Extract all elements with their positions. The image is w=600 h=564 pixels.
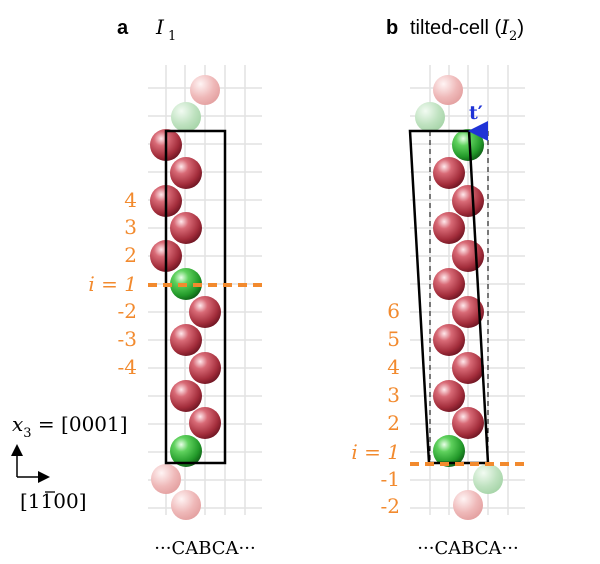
layer-label: 4: [124, 188, 137, 212]
layer-label: 3: [387, 383, 400, 407]
panel-a-letter: a: [117, 17, 129, 39]
layer-label: 2: [124, 243, 137, 267]
atom-red: [452, 352, 484, 384]
atom-red: [189, 407, 221, 439]
atom-faint-red: [190, 75, 220, 105]
atom-red: [452, 407, 484, 439]
layer-label: -2: [118, 299, 137, 323]
atom-red: [433, 157, 465, 189]
atom-green: [170, 435, 202, 467]
horizontal-axis-label: [1100]: [20, 489, 87, 513]
layer-label-reference: i = 1: [351, 440, 400, 464]
atom-red: [170, 212, 202, 244]
atom-red: [452, 185, 484, 217]
layer-label: -2: [381, 494, 400, 518]
panel-b: b tilted-cell (I2): [351, 15, 528, 559]
atom-faint-red: [453, 490, 483, 520]
panel-a: a I 1: [88, 15, 264, 559]
panel-b-reference-cell: [429, 131, 489, 463]
layer-label: 4: [387, 355, 400, 379]
panel-a-title-sub: 1: [168, 29, 176, 44]
atom-faint-red: [151, 464, 181, 494]
atom-red: [170, 380, 202, 412]
atom-red: [452, 296, 484, 328]
atom-red: [189, 352, 221, 384]
layer-label-reference: i = 1: [88, 272, 137, 296]
layer-label: 3: [124, 215, 137, 239]
panel-a-title: I 1: [155, 15, 176, 44]
x3-axis-label: x3 = [0001]: [12, 412, 128, 441]
atom-red: [170, 157, 202, 189]
atom-red: [433, 380, 465, 412]
atom-faint-red: [171, 490, 201, 520]
atom-faint-green: [415, 102, 445, 132]
panel-b-title: tilted-cell (I2): [410, 15, 524, 44]
atom-faint-red: [433, 75, 463, 105]
panel-a-stacking-sequence: ···CABCA···: [154, 538, 255, 559]
panel-b-letter: b: [386, 17, 398, 39]
atom-faint-green: [171, 102, 201, 132]
tilt-vector-label: t′: [469, 102, 483, 124]
layer-label: 6: [387, 299, 400, 323]
panel-a-layer-labels: 4 3 2 i = 1 -2 -3 -4: [88, 188, 137, 379]
panel-a-unit-cell: [164, 129, 227, 465]
atom-red: [189, 296, 221, 328]
layer-label: -3: [118, 327, 137, 351]
axes-indicator: x3 = [0001] [1100]: [11, 412, 128, 513]
atom-red: [433, 268, 465, 300]
layer-label: 2: [387, 411, 400, 435]
panel-b-layer-labels: 6 5 4 3 2 i = 1 -1 -2: [351, 299, 400, 518]
layer-label: -4: [118, 355, 137, 379]
atom-red: [452, 240, 484, 272]
atom-red: [433, 212, 465, 244]
panel-b-stacking-sequence: ···CABCA···: [417, 538, 518, 559]
atom-red: [433, 324, 465, 356]
panel-a-title-var: I: [155, 15, 165, 39]
layer-label: 5: [387, 327, 400, 351]
atom-green: [433, 435, 465, 467]
atom-faint-green: [473, 464, 503, 494]
layer-label: -1: [381, 467, 400, 491]
atom-red: [170, 324, 202, 356]
